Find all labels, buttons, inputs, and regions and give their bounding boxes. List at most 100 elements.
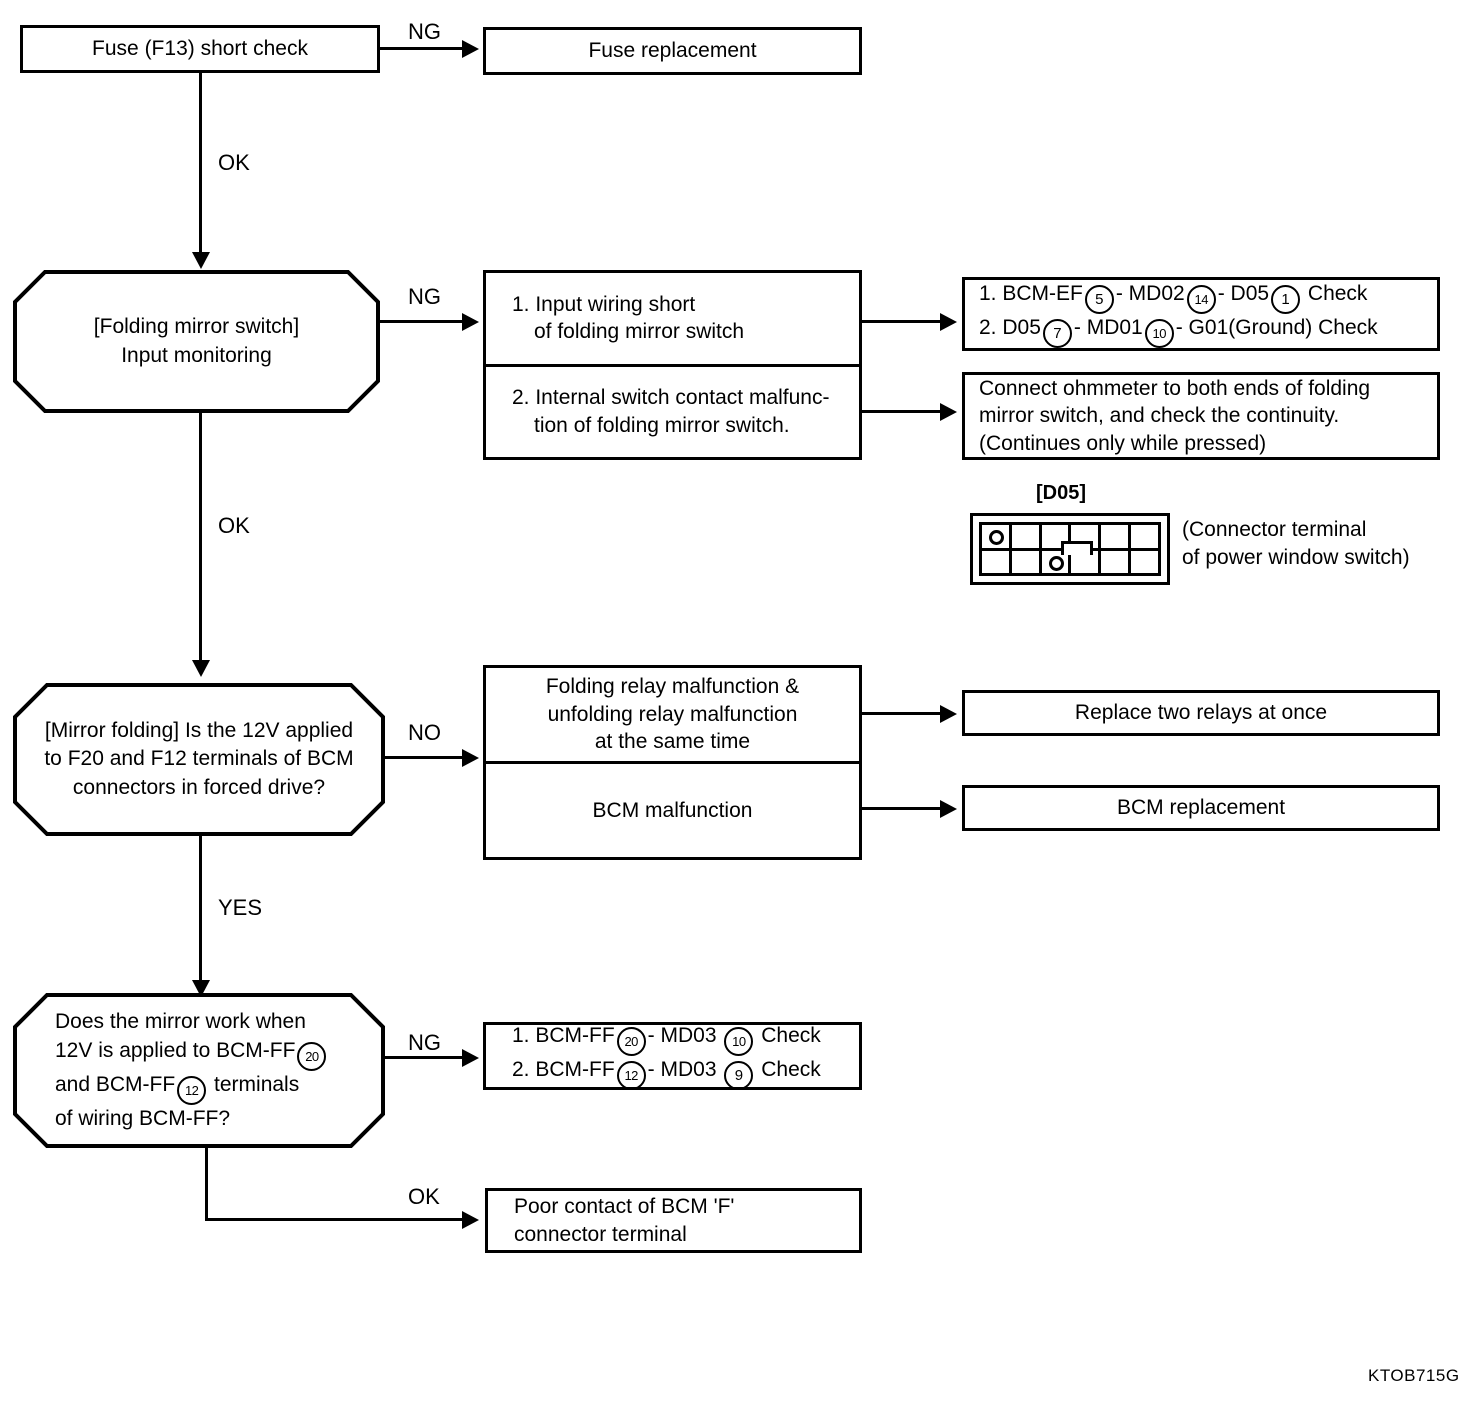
check2-line1-mid: - MD03 (647, 1024, 717, 1047)
switch-monitor-line1: [Folding mirror switch] (93, 315, 300, 339)
terminal-number-5: 5 (1084, 285, 1114, 314)
terminal-number-md03-10: 10 (724, 1027, 754, 1056)
relay-fault-line3: at the same time (594, 730, 751, 754)
connector-cell-6-bottom (1131, 551, 1158, 574)
connector-caption-line1: (Connector terminal (1182, 518, 1367, 541)
edge-work-ok-right (205, 1218, 464, 1221)
edge-label-no-folding: NO (408, 720, 441, 745)
connector-cell-1-top (982, 525, 1009, 551)
arrowhead-work-ng (462, 1049, 479, 1067)
connector-d05-terminal-grid (970, 513, 1170, 585)
arrowhead-work-ok (462, 1211, 479, 1229)
terminal-number-12: 12 (177, 1075, 207, 1105)
switch-monitor-line2: Input monitoring (121, 343, 272, 367)
bcm-replacement-label: BCM replacement (1116, 796, 1286, 820)
node-switch-causes[interactable]: 1. Input wiring short of folding mirror … (483, 270, 862, 460)
node-replace-two-relays[interactable]: Replace two relays at once (962, 690, 1440, 736)
check2-line2-pre: 2. BCM-FF (512, 1058, 615, 1081)
edge-bcm-to-replacement (860, 807, 942, 810)
causes-divider (486, 363, 859, 367)
check1-line2-pre: 2. D05 (979, 316, 1041, 339)
terminal-dot-7 (1049, 555, 1065, 571)
poor-contact-line1: Poor contact of BCM 'F' (514, 1195, 735, 1219)
arrowhead-folding-no (462, 749, 479, 767)
arrowhead-relay-to-replace (940, 705, 957, 723)
mirror-work-line4: of wiring BCM-FF? (55, 1106, 231, 1130)
check2-line1-pre: 1. BCM-FF (512, 1024, 615, 1047)
ohmmeter-line2: mirror switch, and check the continuity. (979, 404, 1340, 428)
cause-relay-malfunction[interactable]: Folding relay malfunction & unfolding re… (486, 668, 859, 761)
edge-fuse-to-replacement (380, 47, 464, 50)
connector-cell-5-bottom (1101, 551, 1128, 574)
mirror-work-line3-post: terminals (214, 1072, 300, 1096)
check2-line2-mid: - MD03 (647, 1058, 717, 1081)
ohmmeter-line3: (Continues only while pressed) (979, 431, 1267, 455)
terminal-number-14: 14 (1186, 285, 1216, 314)
terminal-dot-1 (989, 530, 1005, 546)
arrowhead-bcm-to-replacement (940, 800, 957, 818)
edge-label-yes-folding: YES (218, 895, 263, 920)
node-folding-causes[interactable]: Folding relay malfunction & unfolding re… (483, 665, 862, 860)
connector-col-2 (1011, 525, 1042, 573)
edge-label-ng-fuse: NG (408, 19, 441, 44)
arrowhead-cause2-to-ohmmeter (940, 403, 957, 421)
cause-internal-switch-contact[interactable]: 2. Internal switch contact malfunc- tion… (486, 367, 859, 458)
cause1-line1: 1. Input wiring short (512, 292, 696, 316)
cause1-line2: of folding mirror switch (534, 320, 745, 344)
node-fuse-replacement[interactable]: Fuse replacement (483, 27, 862, 75)
terminal-number-10: 10 (1144, 319, 1174, 348)
mirror-folding-line3: connectors in forced drive? (72, 775, 326, 799)
edge-work-ng (383, 1056, 464, 1059)
poor-contact-line2: connector terminal (514, 1222, 687, 1246)
edge-switch-ng (378, 320, 464, 323)
cause-bcm-malfunction[interactable]: BCM malfunction (486, 764, 859, 857)
node-poor-contact-bcm-f[interactable]: Poor contact of BCM 'F' connector termin… (485, 1188, 862, 1253)
edge-fuse-ok-down (199, 73, 202, 255)
folding-causes-divider (486, 761, 859, 764)
check2-line1-post: Check (761, 1024, 821, 1047)
replace-relays-label: Replace two relays at once (1074, 701, 1328, 725)
mirror-folding-line1: [Mirror folding] Is the 12V applied (44, 719, 354, 743)
mirror-work-line1: Does the mirror work when (55, 1010, 306, 1034)
check1-line2-mid: - MD01 (1073, 316, 1143, 339)
terminal-number-ff-12: 12 (616, 1061, 646, 1090)
check2-line2-post: Check (761, 1058, 821, 1081)
node-ohmmeter-continuity-check[interactable]: Connect ohmmeter to both ends of folding… (962, 372, 1440, 460)
node-mirror-work-12v-question[interactable]: Does the mirror work when 12V is applied… (13, 993, 385, 1148)
cause-input-wiring-short[interactable]: 1. Input wiring short of folding mirror … (486, 273, 859, 364)
poor-contact-lines: Poor contact of BCM 'F' connector termin… (488, 1193, 859, 1248)
bcm-malfunction-label: BCM malfunction (592, 798, 753, 822)
arrowhead-folding-yes-down (192, 980, 210, 997)
edge-relay-to-replace (860, 712, 942, 715)
edge-folding-yes-down (199, 835, 202, 983)
edge-folding-no (383, 756, 464, 759)
arrowhead-fuse-ok-down (192, 252, 210, 269)
terminal-number-7: 7 (1042, 319, 1072, 348)
check1-line2-post: - G01(Ground) Check (1175, 316, 1378, 339)
mirror-work-line2-pre: 12V is applied to BCM-FF (55, 1038, 296, 1062)
node-fuse-replacement-label: Fuse replacement (588, 39, 757, 63)
mirror-work-line3-pre: and BCM-FF (55, 1072, 176, 1096)
cause2-line1: 2. Internal switch contact malfunc- (512, 386, 830, 410)
connector-caption-line2: of power window switch) (1182, 545, 1410, 569)
check1-line1-pre: 1. BCM-EF (979, 282, 1083, 305)
edge-label-ng-switch: NG (408, 284, 441, 309)
node-mirror-folding-12v-question[interactable]: [Mirror folding] Is the 12V applied to F… (13, 683, 385, 836)
connector-locking-tab (1061, 541, 1093, 555)
ohmmeter-lines: Connect ohmmeter to both ends of folding… (965, 375, 1437, 457)
relay-fault-line2: unfolding relay malfunction (547, 702, 798, 726)
node-fuse-short-check[interactable]: Fuse (F13) short check (20, 25, 380, 73)
node-folding-mirror-switch-monitor[interactable]: [Folding mirror switch] Input monitoring (13, 270, 380, 413)
check1-line1-mid: - MD02 (1115, 282, 1185, 305)
connector-col-1 (982, 525, 1012, 573)
node-bcm-replacement[interactable]: BCM replacement (962, 785, 1440, 831)
check1-line1-mid2: - D05 (1217, 282, 1270, 305)
connector-cell-3-bottom (1041, 547, 1069, 574)
